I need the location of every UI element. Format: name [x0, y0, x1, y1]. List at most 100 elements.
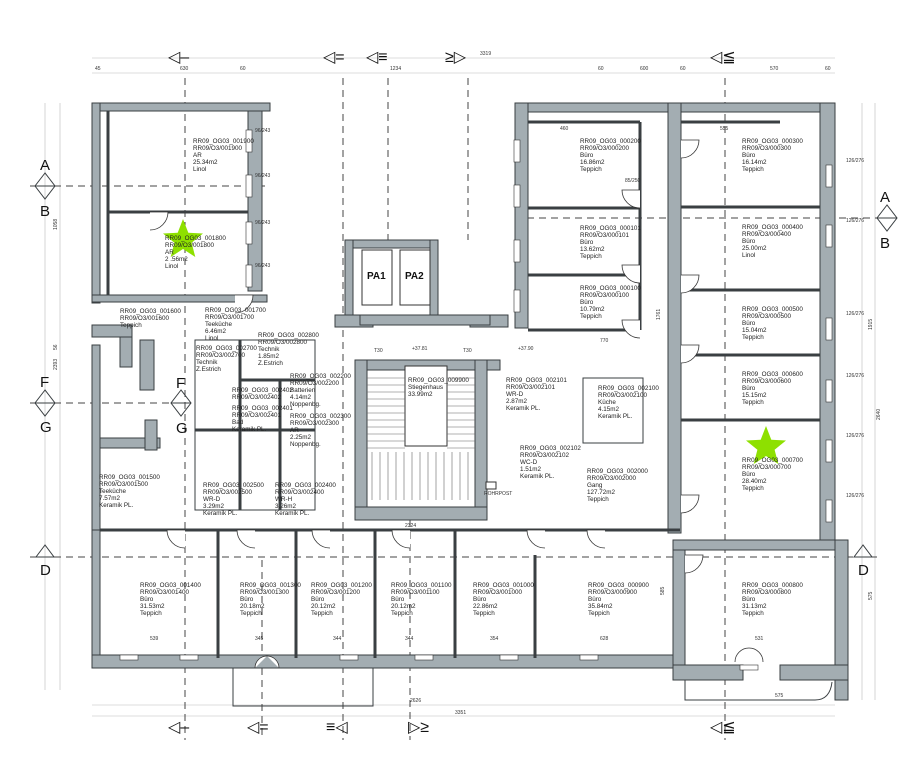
window-label: 96/243 [255, 263, 271, 269]
staircase [367, 377, 475, 500]
section-diamond-icon [170, 389, 192, 417]
room-use: Büro [742, 385, 756, 392]
room-use: Büro [311, 596, 325, 603]
room-short: RR09/O3/001100 [391, 589, 440, 596]
room-area: 7.57m2 [99, 495, 121, 502]
room-use: WR-D [506, 391, 524, 398]
room-short: RR09/O3/002200 [290, 380, 340, 387]
room-floor: Noppenbg. [290, 441, 321, 448]
room-use: Büro [140, 596, 154, 603]
room-floor: Teppich [588, 610, 610, 617]
room-area: 16.86m2 [580, 159, 605, 166]
star-marker [163, 219, 203, 257]
room-code: RR09_OG03_002402 [232, 387, 293, 394]
room-floor: Teppich [580, 253, 602, 260]
room-short: RR09/O3/001500 [99, 481, 149, 488]
section-diamond-icon [876, 204, 898, 232]
room-code: RR09_OG03_000300 [742, 138, 803, 145]
room-short: RR09/O3/001300 [240, 589, 290, 596]
fire-door-label: T30 [463, 348, 472, 354]
room-area: 15.15m2 [742, 392, 767, 399]
room-code: RR09_OG03_000900 [588, 582, 649, 589]
room-area: 28.40m2 [742, 478, 767, 485]
room-use: Büro [742, 238, 756, 245]
room-short: RR09/O3/000600 [742, 378, 792, 385]
room-area: 3.26m2 [275, 503, 297, 510]
room-short: RR09/O3/000300 [742, 145, 792, 152]
room-code: RR09_OG03_002000 [587, 468, 648, 475]
section-label-a-right: A [880, 189, 890, 206]
dimension-label: 770 [600, 338, 609, 344]
section-marker-top: ◁≦ [710, 49, 736, 66]
door-swing-icon [234, 294, 254, 314]
room-short: RR09/O3/000700 [742, 464, 792, 471]
room-area: 127.72m2 [587, 489, 616, 496]
window-label: 96/243 [255, 220, 271, 226]
dimension-label: 344 [333, 636, 342, 642]
section-marker-top: ◁≡ [366, 49, 388, 66]
room-floor: Keramik PL. [520, 473, 555, 480]
door-swing-icon [526, 529, 546, 549]
room-use: Büro [742, 596, 756, 603]
room-code: RR09_OG03_002101 [506, 377, 567, 384]
section-label-d-right: D [858, 562, 869, 579]
dimension-label: 3351 [455, 710, 466, 716]
room-area: 1.85m2 [258, 353, 280, 360]
room-area: 25.00m2 [742, 245, 767, 252]
room-use: WR-H [275, 496, 293, 503]
door-swing-icon [236, 529, 256, 549]
dimension-label: 2640 [876, 409, 882, 420]
dimension-label: 2324 [405, 523, 416, 529]
room-short: RR09/O3/002102 [520, 452, 570, 459]
room-floor: Teppich [140, 610, 162, 617]
room-floor: Teppich [580, 313, 602, 320]
dimension-label: 555 [720, 126, 729, 132]
room-code: RR09_OG03_002700 [196, 345, 257, 352]
room-area: 25.34m2 [193, 159, 218, 166]
room-code: RR09_OG03_000800 [742, 582, 803, 589]
room-code: RR09_OG03_000400 [742, 224, 803, 231]
room-code: RR09_OG03_002800 [258, 332, 319, 339]
room-use: Batterien [290, 387, 316, 394]
room-use: Küche [598, 399, 616, 406]
room-floor: Teppich [473, 610, 495, 617]
room-floor: Noppenbg. [290, 401, 321, 408]
dimension-label: 1058 [53, 219, 59, 230]
door-swing-icon [621, 189, 641, 209]
section-label-b-right: B [880, 235, 890, 252]
room-code: RR09_OG03_001300 [240, 582, 301, 589]
room-code: RR09_OG03_001900 [193, 138, 254, 145]
dimension-label: 1761 [656, 309, 662, 320]
room-floor: Keramik PL. [275, 510, 310, 517]
room-floor: Teppich [120, 322, 142, 329]
dimension-label: 45 [95, 66, 101, 72]
window-label: 126/276 [846, 311, 864, 317]
room-code: RR09_OG03_001000 [473, 582, 534, 589]
room-code: RR09_OG03_002200 [290, 373, 351, 380]
room-area: 15.04m2 [742, 327, 767, 334]
dimension-label: 539 [150, 636, 159, 642]
door-swing-icon [149, 211, 169, 231]
room-use: Gang [587, 482, 603, 489]
room-floor: Keramik PL. [99, 502, 134, 509]
room-area: 4.14m2 [290, 394, 312, 401]
section-triangle-icon [35, 544, 55, 558]
room-short: RR09/O3/002500 [203, 489, 253, 496]
room-area: 22.86m2 [473, 603, 498, 610]
door-swing-icon [621, 264, 641, 284]
section-label-g: G [40, 419, 52, 436]
fire-door-label: T30 [374, 348, 383, 354]
room-floor: Teppich [742, 399, 764, 406]
room-area: 20.12m2 [391, 603, 416, 610]
